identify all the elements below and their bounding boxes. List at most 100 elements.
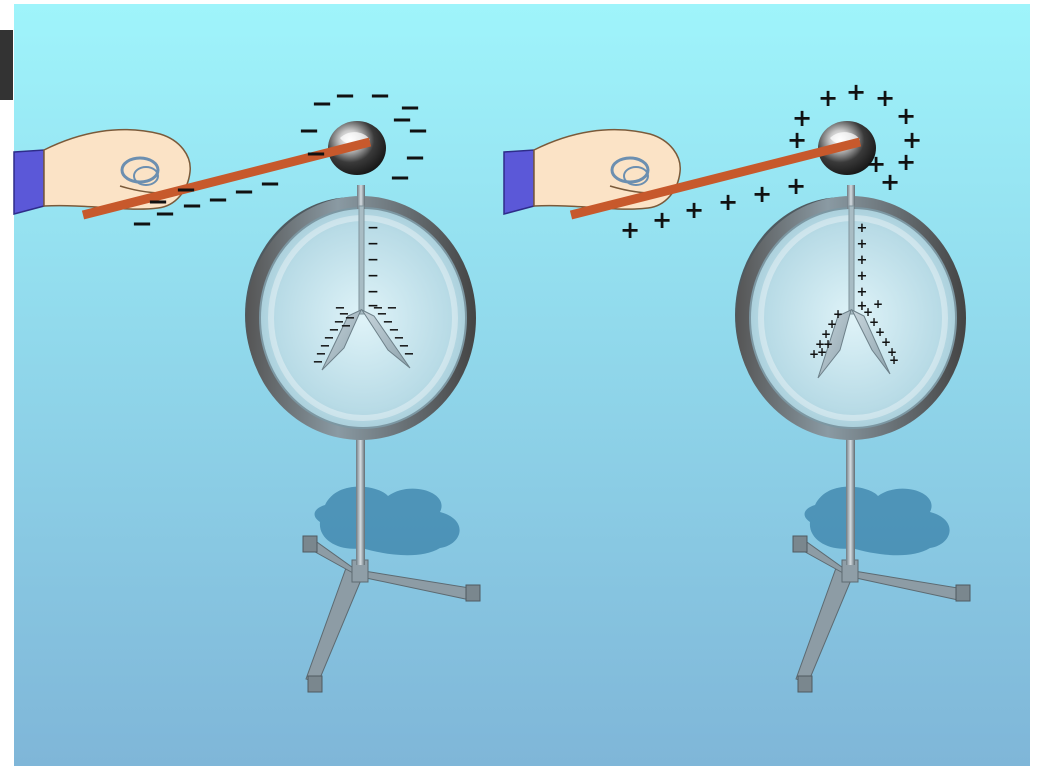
electroscope-icon — [735, 185, 966, 440]
rod-charge: + — [786, 172, 806, 200]
leaf-charge: + — [873, 297, 883, 311]
rod-charge: − — [147, 187, 169, 217]
stem-charge: + — [857, 269, 868, 284]
glass-rod-icon — [81, 137, 372, 220]
leaf-charge: − — [389, 323, 400, 338]
rod-charge: + — [684, 196, 704, 224]
rod-charge: − — [154, 199, 176, 229]
rod-charge: − — [207, 185, 229, 215]
ball-charge: − — [311, 89, 333, 119]
stem-charge: + — [857, 221, 868, 236]
leaf-charge: − — [324, 331, 335, 346]
rod-charge: − — [181, 191, 203, 221]
leaf-charge: − — [345, 311, 356, 326]
ball-charge: − — [399, 93, 421, 123]
rod-charge: − — [259, 169, 281, 199]
leaf-charge: − — [377, 307, 388, 322]
ball-charge: + — [880, 168, 900, 196]
leaf-charge: − — [394, 331, 405, 346]
electroscope-panel-right: + + + + + + + + + + + + + + + + + + + + … — [503, 78, 971, 693]
stem-charge: − — [367, 252, 379, 268]
rod-charge: − — [131, 209, 153, 239]
stem-charge: − — [367, 236, 379, 252]
glass-rod-icon — [569, 137, 862, 220]
rod-charges: + + + + + + — [620, 172, 806, 244]
leaf-charge: + — [887, 345, 897, 359]
rod-charge: + — [752, 180, 772, 208]
ball-charge: + — [866, 150, 886, 178]
stem-charge: + — [857, 285, 868, 300]
ball-charge: + — [787, 126, 807, 154]
leaf-charge: + — [815, 337, 825, 351]
ball-charge: + — [792, 104, 812, 132]
stem-charge: − — [367, 220, 379, 236]
stem-charge: + — [857, 253, 868, 268]
ball-charges: + + + + + + + + + + — [787, 78, 922, 196]
leaf-charge: + — [827, 317, 837, 331]
leaf-charge: − — [404, 347, 415, 362]
rod-charge: + — [620, 216, 640, 244]
ball-charge: − — [407, 116, 429, 146]
leaf-charge: + — [821, 327, 831, 341]
leaf-charge: − — [329, 323, 340, 338]
stem-charge: + — [857, 299, 868, 314]
leaf-charges: − − − − − − − − − − − − − − − − − − — [313, 301, 415, 370]
leaf-charges: + + + + + + + + + + + + + + — [809, 297, 899, 367]
leaf-charge: + — [817, 345, 827, 359]
tripod-stand-icon — [792, 425, 971, 693]
leaf-charge: + — [875, 325, 885, 339]
ball-charge: + — [875, 84, 895, 112]
stem-charge: − — [367, 298, 379, 314]
rod-charge: − — [233, 177, 255, 207]
leaf-charge: − — [334, 315, 345, 330]
leaf-charge: − — [373, 301, 384, 316]
leaf-charge: − — [399, 339, 410, 354]
leaf-charge: + — [823, 337, 833, 351]
leaf-charge: − — [335, 301, 346, 316]
leaf-charge: + — [889, 353, 899, 367]
stem-charges: + + + + + + — [857, 221, 868, 314]
leaf-charge: − — [339, 307, 350, 322]
leaf-charge: + — [869, 315, 879, 329]
leaf-charge: − — [316, 347, 327, 362]
electroscope-panel-left: − − − − − − − − − − − − − − − − − − − − … — [13, 81, 481, 693]
ball-charge: + — [896, 102, 916, 130]
ball-charge: + — [902, 126, 922, 154]
stem-charge: + — [857, 237, 868, 252]
ball-charge: − — [298, 116, 320, 146]
stem-charges: − − − − − − — [367, 220, 379, 314]
ball-charge: + — [896, 148, 916, 176]
leaf-charge: − — [387, 301, 398, 316]
ball-charge: + — [846, 78, 866, 106]
leaf-charge: + — [863, 305, 873, 319]
ball-charge: − — [404, 143, 426, 173]
leaf-charge: − — [383, 315, 394, 330]
ball-charges: − − − − − − − − − − — [298, 81, 429, 193]
electroscope-icon — [245, 185, 476, 440]
ball-charge: − — [391, 105, 413, 135]
stand-shadow — [804, 486, 950, 556]
leaf-charge: − — [313, 355, 324, 370]
stem-charge: − — [367, 284, 379, 300]
hand-icon — [503, 128, 681, 215]
leaf-charge: + — [881, 335, 891, 349]
leaf-charge: + — [809, 347, 819, 361]
ball-charge: − — [334, 81, 356, 111]
ball-charge: − — [369, 81, 391, 111]
rod-charge: + — [652, 206, 672, 234]
ball-charge: − — [389, 163, 411, 193]
ball-charge: + — [818, 84, 838, 112]
rod-charges: − − − − − − − − — [131, 169, 281, 239]
leaf-charge: − — [341, 319, 352, 334]
stem-charge: − — [367, 268, 379, 284]
rod-charge: + — [718, 188, 738, 216]
hand-icon — [13, 128, 191, 215]
leaf-charge: − — [320, 339, 331, 354]
slide-marker-bar — [0, 30, 13, 100]
stand-shadow — [314, 486, 460, 556]
leaf-charge: + — [833, 307, 843, 321]
rod-charge: − — [175, 175, 197, 205]
ball-charge: − — [305, 139, 327, 169]
